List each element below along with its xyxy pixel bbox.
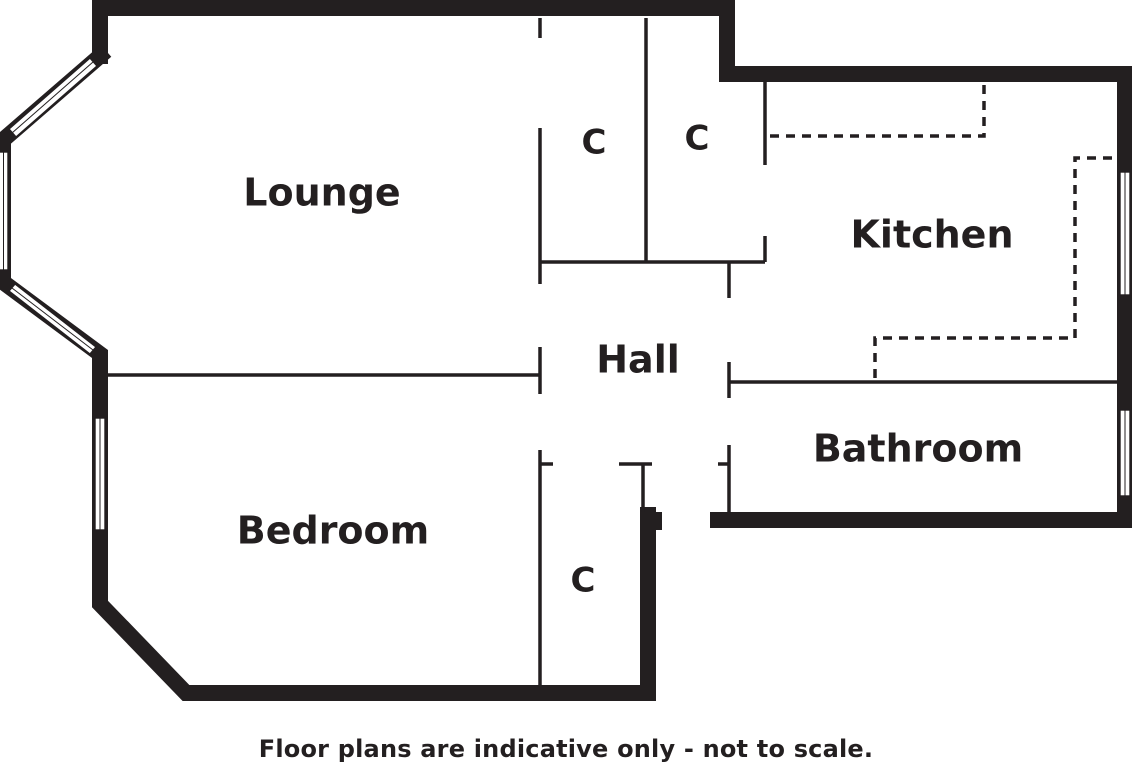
room-label-bedroom: Bedroom xyxy=(237,509,430,553)
window-bay-upper xyxy=(8,57,98,138)
window-bedroom xyxy=(94,417,106,531)
window-bay-lower xyxy=(7,283,98,355)
room-label-kitchen: Kitchen xyxy=(850,213,1013,257)
room-label-lounge: Lounge xyxy=(243,171,400,215)
room-label-cupboard-1: C xyxy=(582,123,607,163)
internal-walls xyxy=(108,18,1117,686)
outer-wall-lounge xyxy=(92,0,1132,528)
room-label-cupboard-2: C xyxy=(685,119,710,159)
kitchen-worktop xyxy=(770,84,1112,380)
outer-walls xyxy=(0,0,1132,701)
room-label-hall: Hall xyxy=(596,338,680,382)
disclaimer-caption: Floor plans are indicative only - not to… xyxy=(258,735,874,763)
room-label-cupboard-3: C xyxy=(571,561,596,601)
window-kitchen xyxy=(1119,171,1131,296)
windows xyxy=(0,57,1131,531)
window-bathroom xyxy=(1119,409,1131,497)
window-bay-middle xyxy=(0,151,9,271)
room-label-bathroom: Bathroom xyxy=(813,427,1023,471)
